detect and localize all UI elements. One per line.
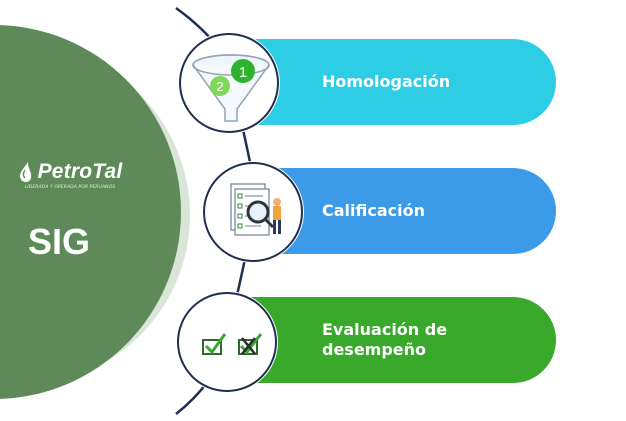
step-label: Calificación (322, 201, 425, 220)
step-evaluacion-desempeno: Evaluación de desempeño (248, 297, 556, 383)
drop-icon (19, 162, 31, 182)
step-label: Evaluación de desempeño (322, 320, 448, 359)
document-magnifier-icon (230, 183, 281, 236)
step-icon-circle-3 (177, 292, 277, 392)
step-icon-circle-2 (203, 162, 303, 262)
inner-circle (0, 25, 181, 399)
checkbox-marks-icon (202, 333, 263, 355)
step-label: Homologación (322, 72, 451, 91)
logo-wordmark: PetroTal (37, 160, 123, 183)
badge-2: 2 (216, 79, 223, 94)
funnel-icon: 2 1 (192, 54, 270, 122)
step-icon-circle-1: 2 1 (179, 33, 279, 133)
badge-1: 1 (239, 64, 247, 81)
logo-tagline: LIDERADA Y OPERADA POR PERUANOS (24, 185, 116, 190)
petrotal-logo: PetroTal LIDERADA Y OPERADA POR PERUANOS (0, 160, 140, 190)
step-homologacion: Homologación (248, 39, 556, 125)
sig-title: SIG (27, 221, 90, 262)
